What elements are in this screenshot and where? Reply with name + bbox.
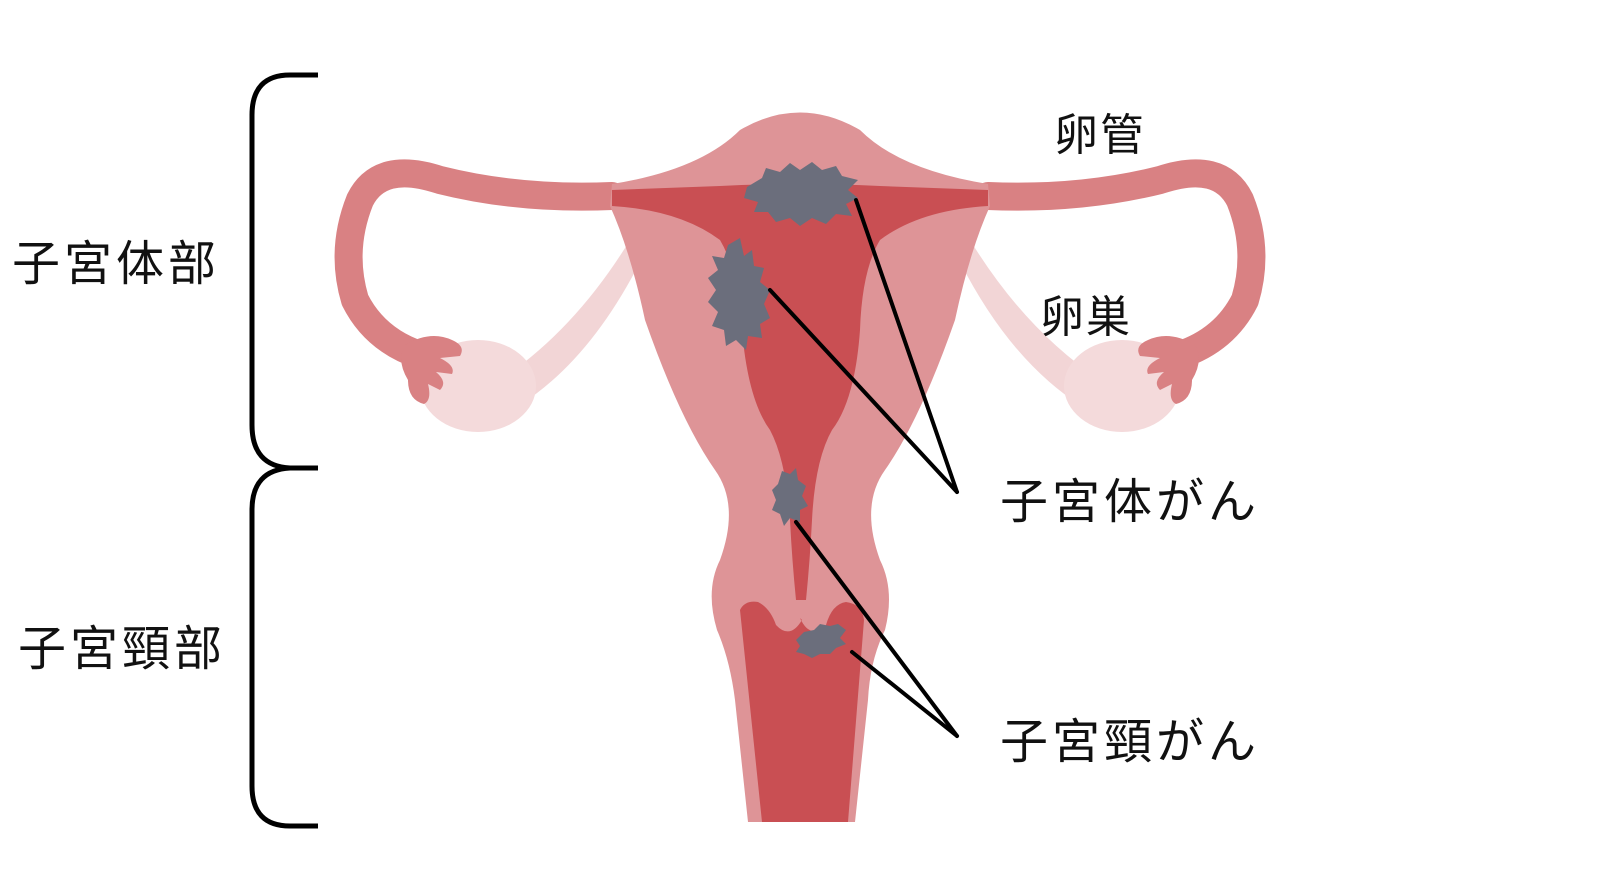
label-uterine-body: 子宮体部	[12, 236, 221, 292]
tumor-cervical-canal	[772, 468, 808, 526]
ovarian-ligaments	[500, 240, 1100, 405]
leader-body-2	[768, 288, 959, 494]
left-ovary	[420, 340, 536, 432]
right-ovary	[1064, 340, 1180, 432]
leader-cervix-2	[850, 650, 959, 738]
tumor-body-wall	[708, 238, 770, 350]
tumor-ectocervix	[796, 624, 846, 658]
uterine-cavity	[612, 184, 988, 600]
cervix-bracket	[249, 465, 318, 829]
label-cervix: 子宮頸部	[18, 621, 227, 677]
label-cervical-cancer: 子宮頸がん	[1000, 714, 1261, 770]
fallopian-tubes	[334, 159, 1266, 369]
fimbriae	[401, 336, 1199, 404]
ovaries	[420, 340, 1180, 432]
uterine-body-bracket	[249, 72, 318, 471]
leader-cervix-1	[794, 520, 959, 738]
tumor-fundus	[744, 162, 858, 226]
leader-body-1	[854, 198, 959, 494]
tumors	[708, 162, 858, 658]
label-fallopian-tube: 卵管	[1054, 110, 1146, 161]
left-fallopian-tube	[334, 159, 626, 369]
left-brace	[249, 72, 318, 829]
cervix-vagina	[740, 601, 864, 822]
label-uterine-body-cancer: 子宮体がん	[1000, 474, 1261, 530]
label-ovary: 卵巣	[1040, 292, 1132, 343]
leader-lines	[768, 198, 959, 738]
right-fallopian-tube	[974, 159, 1266, 369]
